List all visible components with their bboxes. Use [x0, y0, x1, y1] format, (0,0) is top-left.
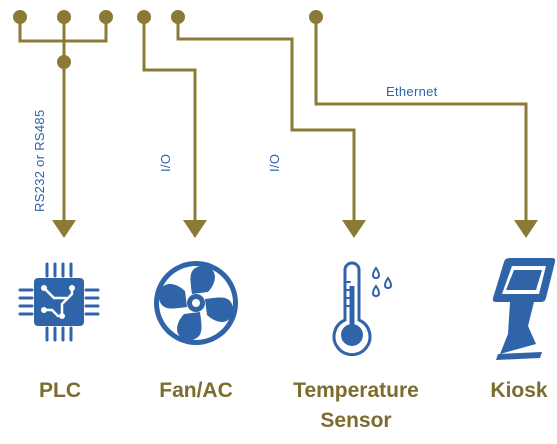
device-label-fan: Fan/AC [159, 379, 233, 402]
io-fan-label: I/O [158, 154, 173, 172]
connector-dot [171, 10, 185, 24]
connector-dot [13, 10, 27, 24]
kiosk-icon [492, 258, 556, 360]
connector-dot [137, 10, 151, 24]
io-temperature-label: I/O [267, 154, 282, 172]
ethernet-wire [314, 17, 528, 222]
device-label-temperature-line2: Sensor [320, 409, 391, 432]
junction-dot [57, 55, 71, 69]
connector-dot [309, 10, 323, 24]
device-label-kiosk: Kiosk [490, 379, 548, 402]
device-label-plc: PLC [39, 379, 81, 402]
arrow-head-kiosk [514, 220, 538, 238]
chip-icon [18, 262, 100, 342]
arrow-head-fan [183, 220, 207, 238]
connector-dot [99, 10, 113, 24]
connector-dots [13, 10, 323, 69]
serial-label: RS232 or RS485 [32, 110, 47, 212]
serial-wire-1 [18, 17, 64, 43]
arrow-head-plc [52, 220, 76, 238]
arrow-heads [52, 220, 538, 238]
serial-wire-3 [64, 17, 108, 43]
fan-wire [142, 17, 197, 222]
temperature-wire [176, 17, 356, 222]
ethernet-label: Ethernet [386, 84, 438, 99]
wires [18, 17, 528, 222]
thermometer-icon [332, 261, 392, 357]
device-label-temperature: Temperature [293, 379, 419, 402]
connector-dot [57, 10, 71, 24]
arrow-head-temperature [342, 220, 366, 238]
fan-icon [154, 261, 238, 345]
